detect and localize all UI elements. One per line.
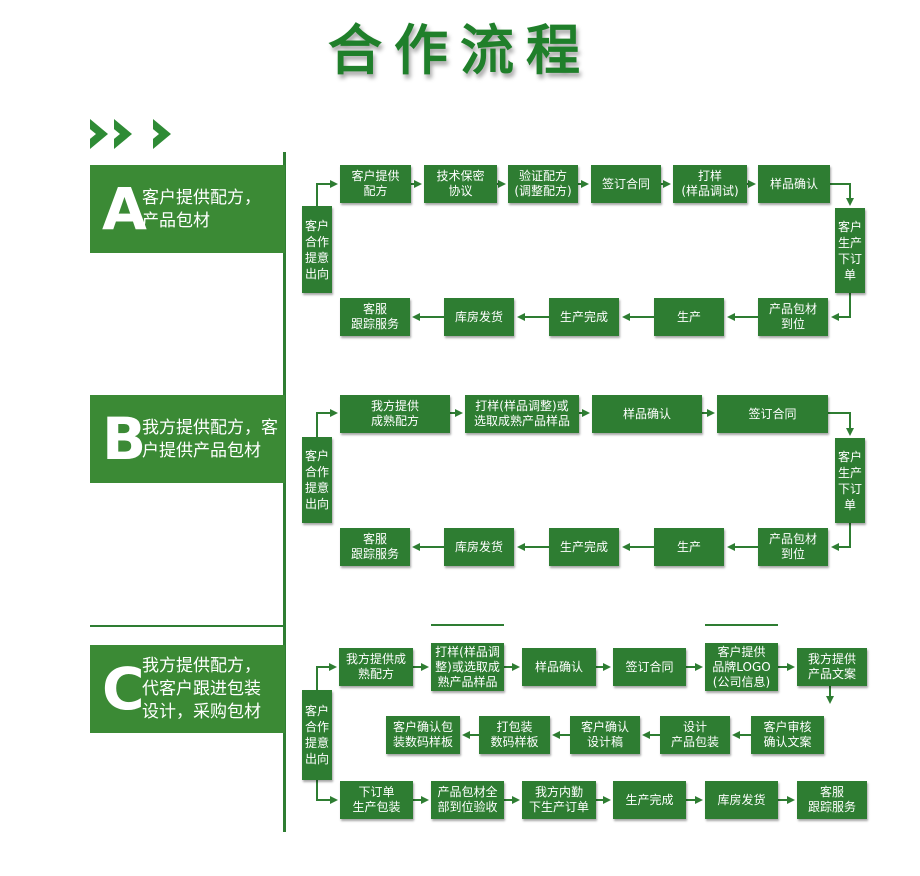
- flow-step: 客服 跟踪服务: [340, 298, 410, 336]
- flow-step: 签订合同: [591, 165, 661, 203]
- flow-step: 打包装 数码样板: [479, 716, 550, 754]
- flow-step: 我方内勤 下生产订单: [522, 781, 596, 819]
- section-desc-line: 户提供产品包材: [142, 441, 261, 461]
- flow-step: 生产: [654, 528, 724, 566]
- step-top-bar: [705, 624, 778, 626]
- flow-step: 打样(样品调 整)或选取成 熟产品样品: [431, 643, 504, 691]
- section-letter: B: [102, 405, 147, 473]
- flow-step: 客户提供 品牌LOGO (公司信息): [705, 643, 778, 691]
- flow-step: 生产: [654, 298, 724, 336]
- flow-step: 签订合同: [613, 648, 686, 686]
- flow-step-start: 客户 合作 提意 出向: [302, 690, 332, 780]
- flow-step: 产品包材 到位: [758, 298, 828, 336]
- section-letter: C: [102, 655, 145, 723]
- flow-step: 我方提供 成熟配方: [340, 395, 450, 433]
- flow-step-start: 客户 合作 提意 出向: [302, 437, 332, 523]
- flow-step: 样品确认: [592, 395, 702, 433]
- flow-step: 产品包材全 部到位验收: [431, 781, 504, 819]
- section-desc-line: 我方提供配方，: [142, 656, 261, 676]
- flow-step: 产品包材 到位: [758, 528, 828, 566]
- section-desc-line: 客户提供配方，: [142, 188, 261, 208]
- chevron-right-icon: [109, 119, 132, 149]
- flow-step: 客户 生产 下订 单: [835, 438, 865, 523]
- flow-step: 客户审核 确认文案: [751, 716, 824, 754]
- flow-step: 我方提供成 熟配方: [339, 648, 413, 686]
- flow-step: 验证配方 (调整配方): [508, 165, 578, 203]
- section-b-label: B 我方提供配方，客 户提供产品包材: [90, 395, 285, 483]
- flow-step: 签订合同: [717, 395, 828, 433]
- section-desc-line: 产品包材: [142, 211, 210, 231]
- flow-step: 客户确认 设计稿: [570, 716, 640, 754]
- flow-step: 打样 (样品调试): [673, 165, 747, 203]
- flow-step: 样品确认: [522, 648, 596, 686]
- section-desc-line: 设计，采购包材: [142, 702, 261, 722]
- flow-step: 客服 跟踪服务: [340, 528, 410, 566]
- flow-step: 下订单 生产包装: [340, 781, 413, 819]
- flow-step-start: 客户 合作 提意 出向: [302, 206, 332, 293]
- section-letter: A: [102, 175, 147, 243]
- flow-step: 库房发货: [705, 781, 778, 819]
- flow-step: 客户 生产 下订 单: [835, 208, 865, 293]
- section-a-label: A 客户提供配方， 产品包材: [90, 165, 285, 253]
- flow-step: 库房发货: [444, 298, 514, 336]
- section-desc-line: 代客户跟进包装: [142, 679, 261, 699]
- chevron-right-icon: [85, 119, 108, 149]
- flow-step: 生产完成: [549, 298, 619, 336]
- divider-vertical: [283, 152, 286, 832]
- flow-step: 客户提供 配方: [340, 165, 411, 203]
- divider-horizontal: [90, 625, 285, 627]
- flow-step: 我方提供 产品文案: [797, 648, 867, 686]
- page-title: 合作流程: [328, 19, 592, 82]
- flow-step: 设计 产品包装: [660, 716, 730, 754]
- flow-step: 技术保密 协议: [424, 165, 497, 203]
- flow-step: 客户确认包 装数码样板: [386, 716, 460, 754]
- chevron-right-icon: [148, 119, 171, 149]
- section-c-label: C 我方提供配方， 代客户跟进包装 设计，采购包材: [90, 645, 285, 733]
- flow-step: 库房发货: [444, 528, 514, 566]
- section-desc-line: 我方提供配方，客: [142, 418, 278, 438]
- flow-step: 生产完成: [549, 528, 619, 566]
- step-top-bar: [431, 624, 504, 626]
- flow-step: 样品确认: [758, 165, 830, 203]
- flow-step: 打样(样品调整)或 选取成熟产品样品: [465, 395, 579, 433]
- flow-step: 生产完成: [613, 781, 686, 819]
- flow-step: 客服 跟踪服务: [797, 781, 867, 819]
